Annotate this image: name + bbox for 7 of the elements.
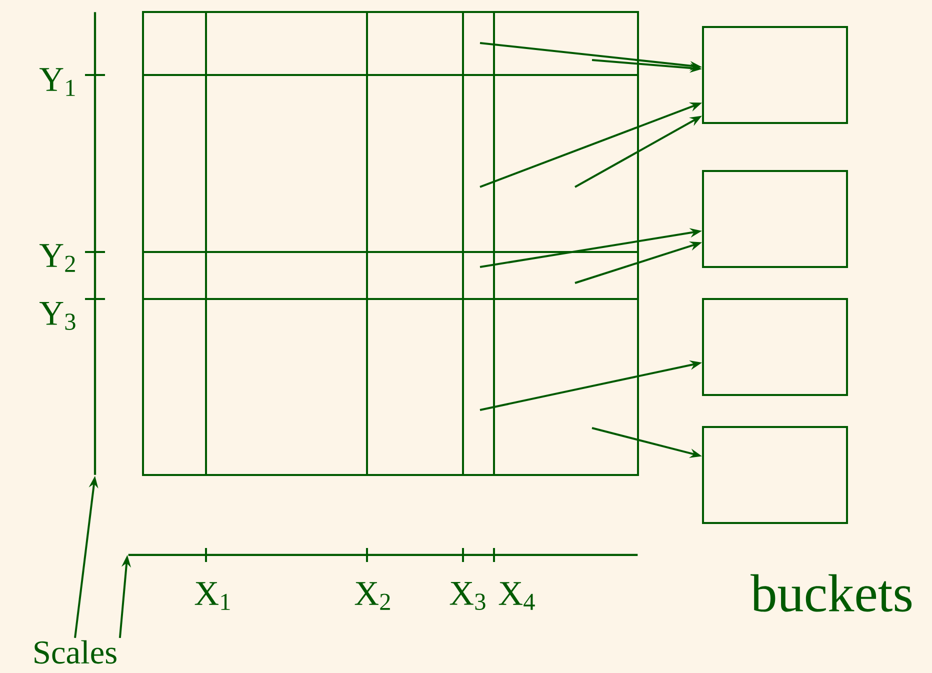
scale-axis [94,12,96,475]
bucket-box [702,298,848,396]
buckets-label: buckets [750,574,912,612]
bucket-box [702,170,848,268]
bucket-box [702,26,848,124]
bucket-box [702,426,848,524]
scales-label: Scales [34,640,116,664]
